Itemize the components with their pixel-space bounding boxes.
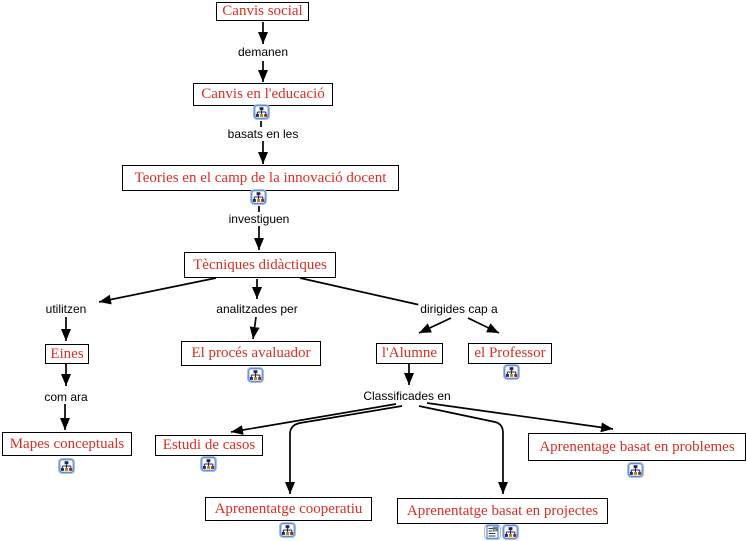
edge-classificades-to-projectes bbox=[418, 405, 508, 494]
concept-map-icon[interactable] bbox=[502, 524, 519, 540]
concept-map-icon[interactable] bbox=[247, 367, 264, 383]
edge-dirigides-to-alumne bbox=[418, 317, 452, 334]
concept-map-icon[interactable] bbox=[627, 462, 644, 478]
link-label-classificades-en[interactable]: Classificades en bbox=[361, 389, 453, 403]
node-canvis-educacio[interactable]: Canvis en l'educació bbox=[193, 83, 333, 106]
node-tecniques-didactiques[interactable]: Tècniques didàctiques bbox=[184, 252, 336, 278]
edge-tecniques-to-utilitzen bbox=[98, 277, 217, 305]
edge-analitzades-to-proces bbox=[249, 316, 260, 340]
link-label-analitzades-per[interactable]: analitzades per bbox=[214, 302, 300, 316]
edge-tecniques-to-dirigides bbox=[299, 277, 421, 306]
edge-classificades-to-problemes bbox=[426, 402, 614, 433]
link-label-demanen[interactable]: demanen bbox=[235, 45, 291, 59]
node-estudi-de-casos[interactable]: Estudi de casos bbox=[155, 435, 263, 456]
link-label-basats-en-les[interactable]: basats en les bbox=[225, 127, 301, 141]
node-teories-innovacio-docent[interactable]: Teories en el camp de la innovació docen… bbox=[122, 165, 399, 191]
node-alumne[interactable]: l'Alumne bbox=[376, 343, 443, 364]
concept-map-icon[interactable] bbox=[279, 522, 296, 538]
edge-dirigides-to-professor bbox=[467, 317, 500, 334]
concept-map-icon[interactable] bbox=[58, 458, 75, 474]
node-canvis-social[interactable]: Canvis social bbox=[216, 2, 309, 21]
link-label-utilitzen[interactable]: utilitzen bbox=[43, 302, 89, 316]
concept-map-icon[interactable] bbox=[250, 189, 267, 205]
edge-classificades-to-cooperatiu bbox=[285, 405, 403, 494]
node-aprenentatge-cooperatiu[interactable]: Aprenentatge cooperatiu bbox=[205, 497, 372, 521]
node-mapes-conceptuals[interactable]: Mapes conceptuals bbox=[2, 432, 132, 456]
node-eines[interactable]: Eines bbox=[45, 344, 89, 364]
node-proces-avaluador[interactable]: El procés avaluador bbox=[181, 341, 321, 366]
concept-map-icon[interactable] bbox=[200, 456, 217, 472]
node-aprenentage-problemes[interactable]: Aprenentage basat en problemes bbox=[528, 433, 746, 461]
document-icon[interactable] bbox=[484, 524, 501, 540]
link-label-dirigides-cap-a[interactable]: dirigides cap a bbox=[418, 302, 500, 316]
concept-map-icon[interactable] bbox=[253, 104, 270, 120]
concept-map-icon[interactable] bbox=[503, 364, 520, 380]
link-label-investiguen[interactable]: investiguen bbox=[226, 212, 292, 226]
edge-classificades-to-estudi bbox=[230, 403, 397, 435]
link-label-com-ara[interactable]: com ara bbox=[42, 390, 90, 404]
node-professor[interactable]: el Professor bbox=[468, 343, 552, 364]
node-aprenentatge-projectes[interactable]: Aprenentatge basat en projectes bbox=[397, 498, 608, 524]
